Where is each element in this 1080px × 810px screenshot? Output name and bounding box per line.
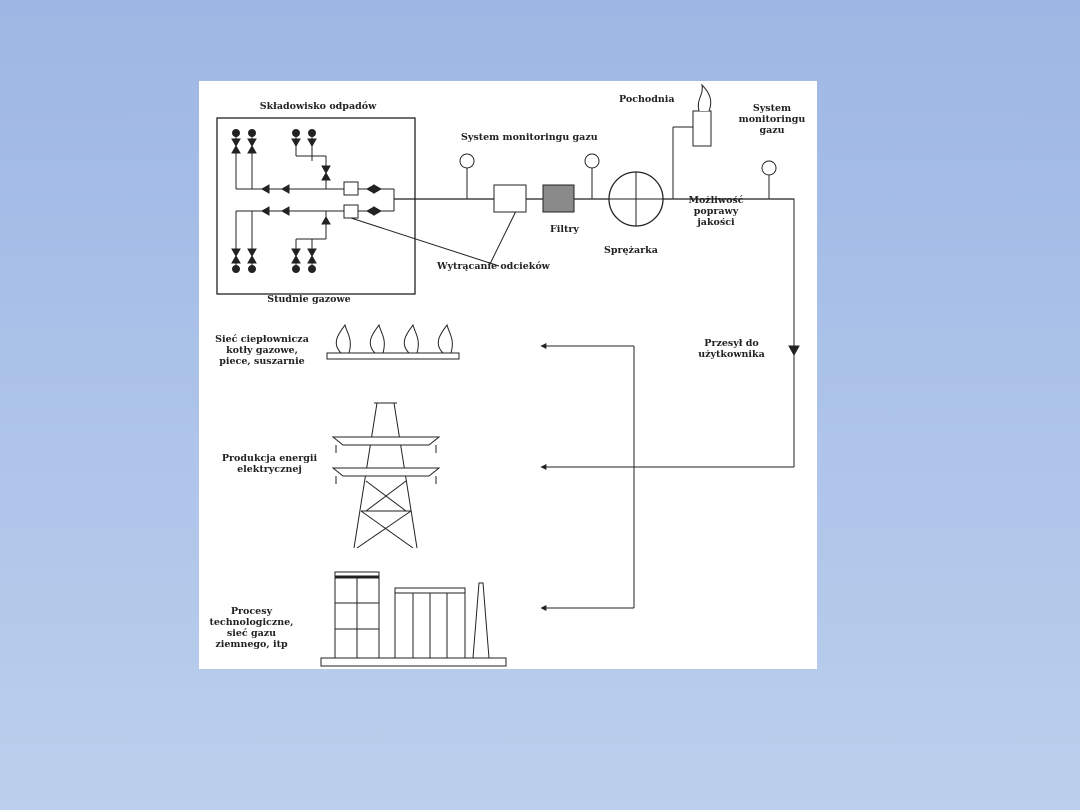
compressor-label: Sprężarka <box>604 245 658 256</box>
heating-label: Sieć ciepłownicza kotły gazowe, piece, s… <box>215 334 309 367</box>
gas-monitoring-right-label: System monitoringu gazu <box>738 103 806 136</box>
quality-improvement-label: Możliwość poprawy jakości <box>688 195 744 228</box>
landfill-boundary <box>216 117 416 295</box>
gas-wells-label: Studnie gazowe <box>267 294 351 305</box>
gas-monitoring-label: System monitoringu gazu <box>461 132 598 143</box>
gas-wells-upper-left <box>231 129 344 190</box>
electricity-label: Produkcja energii elektrycznej <box>221 453 318 475</box>
industrial-plant-icon <box>320 571 507 667</box>
collector-box-lower <box>343 204 359 219</box>
gas-monitor-gauge-2 <box>584 153 600 199</box>
gas-wells-lower-right <box>291 211 331 273</box>
gas-wells-upper-right <box>291 129 331 189</box>
diagram-figure: Składowisko odpadów Studnie gazowe Syste… <box>199 81 817 669</box>
gas-monitor-gauge-1 <box>459 153 475 199</box>
condensate-removal-label: Wytrącanie odcieków <box>437 261 550 272</box>
transmission-label: Przesył do użytkownika <box>698 338 765 360</box>
flare-stack <box>672 83 712 199</box>
gas-filter <box>542 184 575 213</box>
landfill-label: Składowisko odpadów <box>259 101 377 112</box>
gas-monitor-gauge-3 <box>761 160 777 199</box>
flare-label: Pochodnia <box>619 94 675 105</box>
filters-label: Filtry <box>550 224 579 235</box>
condensate-separator <box>493 184 527 213</box>
processes-label: Procesy technologiczne, sieć gazu ziemne… <box>209 606 294 650</box>
transmission-line <box>769 198 795 349</box>
power-pylon-icon <box>331 402 441 549</box>
compressor <box>608 171 664 227</box>
gas-burners-icon <box>326 323 460 360</box>
biogas-flow-diagram <box>216 83 800 667</box>
collector-box-upper <box>343 181 359 196</box>
